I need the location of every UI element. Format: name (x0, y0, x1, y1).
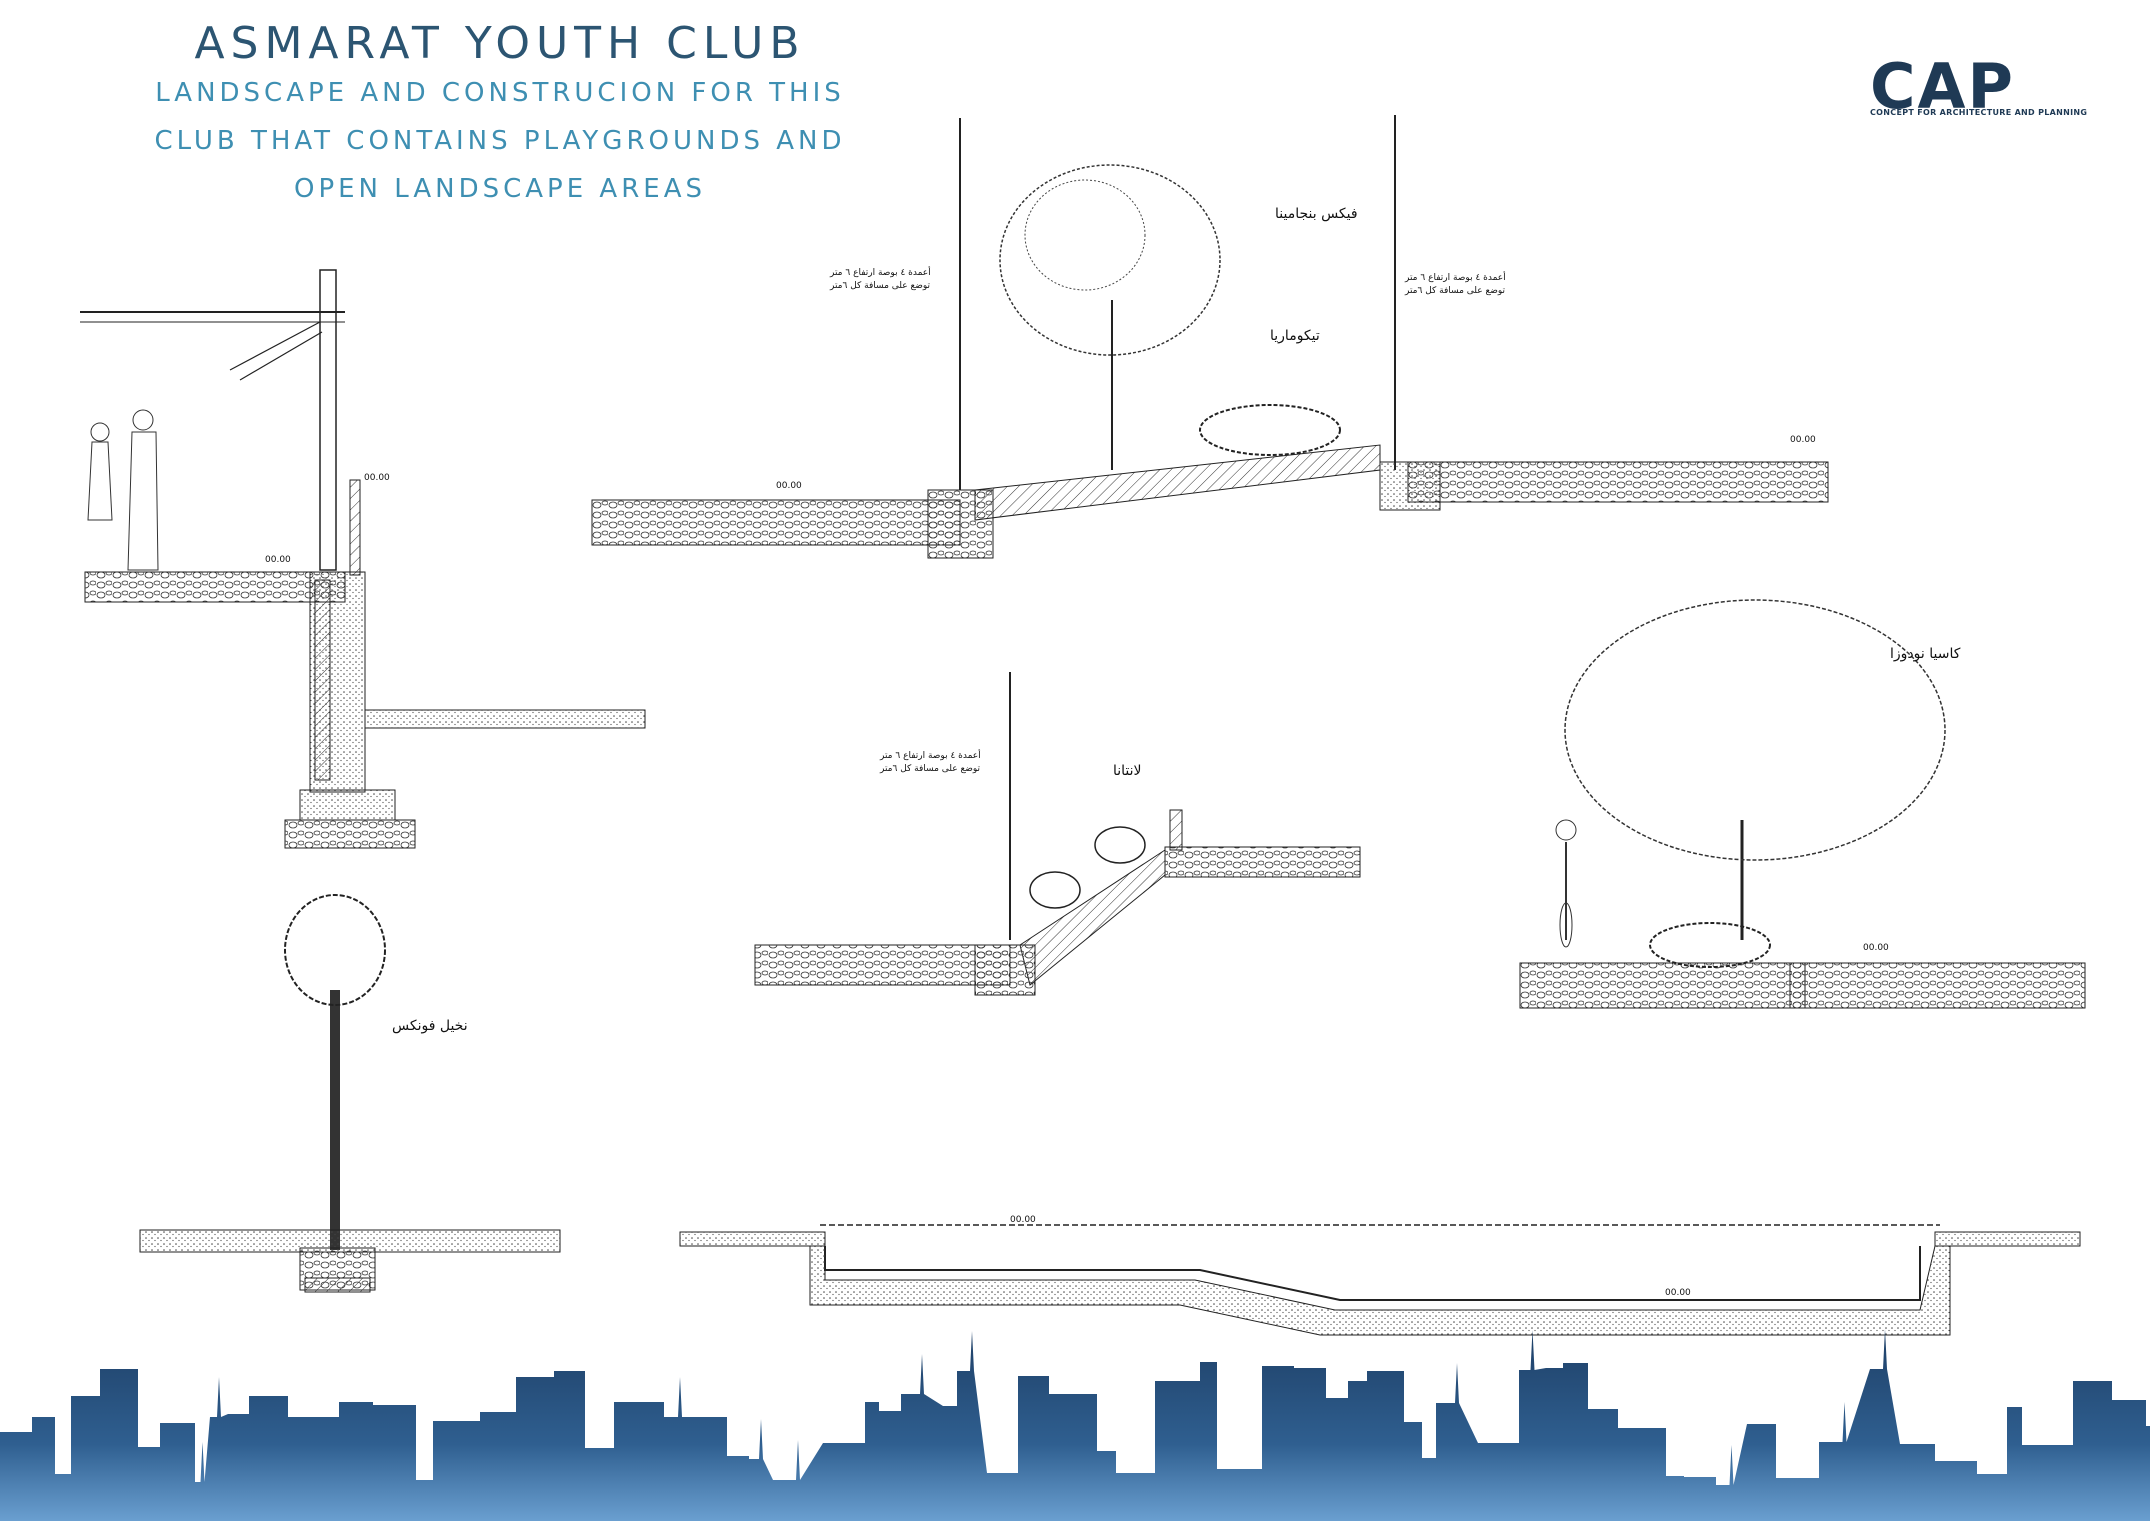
section-lantana-slope (754, 672, 1361, 996)
label-pole-c-2: توضع على مسافة كل ٦متر (879, 764, 981, 774)
subtitle-line-1: LANDSCAPE AND CONSTRUCION FOR THIS (155, 78, 845, 108)
level-marker: 00.00 (1665, 1288, 1691, 1298)
level-marker: 00.00 (1010, 1215, 1036, 1225)
label-pole-b-2: توضع على مسافة كل ٦متر (1404, 286, 1506, 296)
label-ficus: فيكس بنجامينا (1275, 206, 1358, 222)
label-cassia: كاسيا نودوزا (1890, 646, 1961, 662)
cap-logo: CAP (1870, 58, 2015, 123)
section-pergola-wall (80, 269, 646, 849)
section-cassia-cyclist (1519, 599, 2086, 1009)
label-phoenix: نخيل فونكس (392, 1018, 468, 1034)
label-pole-a-2: توضع على مسافة كل ٦متر (829, 281, 931, 291)
section-pool (679, 1224, 2081, 1336)
subtitle-line-2: CLUB THAT CONTAINS PLAYGROUNDS AND (154, 126, 846, 156)
label-pole-c-1: أعمدة ٤ بوصة ارتفاع ٦ متر (879, 749, 981, 761)
label-tecomaria: تيكوماريا (1270, 328, 1320, 344)
label-pole-b-1: أعمدة ٤ بوصة ارتفاع ٦ متر (1404, 271, 1506, 283)
level-marker: 00.00 (1790, 435, 1816, 445)
section-palm-tree (139, 894, 561, 1293)
label-lantana: لانتانا (1113, 763, 1142, 779)
cap-logo-tagline: CONCEPT FOR ARCHITECTURE AND PLANNING (1870, 108, 2088, 117)
level-marker: 00.00 (364, 473, 390, 483)
section-tree-poles (591, 115, 1829, 559)
level-marker: 00.00 (265, 555, 291, 565)
subtitle-line-3: OPEN LANDSCAPE AREAS (293, 174, 706, 204)
cap-logo-mark: CAP (1870, 58, 2015, 123)
page-title: ASMARAT YOUTH CLUB (194, 18, 806, 69)
label-pole-a-1: أعمدة ٤ بوصة ارتفاع ٦ متر (829, 266, 931, 278)
level-marker: 00.00 (1863, 943, 1889, 953)
level-marker: 00.00 (776, 481, 802, 491)
